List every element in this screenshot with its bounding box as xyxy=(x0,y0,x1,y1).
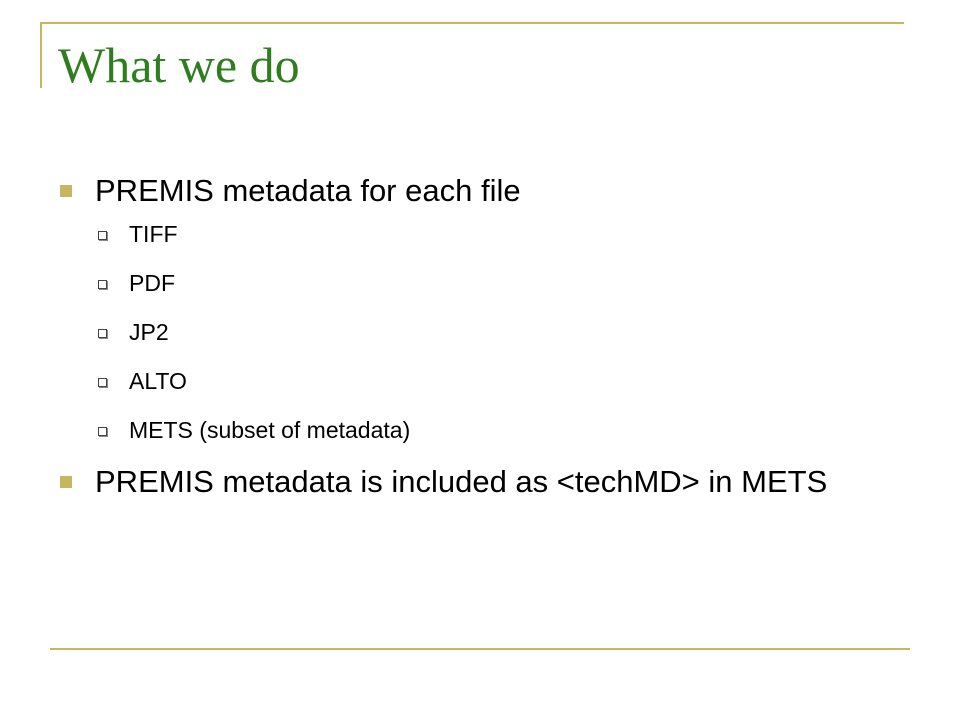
top-rule-divider xyxy=(40,22,904,24)
sub-bullet-list: TIFF PDF JP2 ALTO METS (subset of metada… xyxy=(60,220,900,444)
filled-square-bullet-icon xyxy=(60,476,72,488)
hollow-square-bullet-icon xyxy=(98,427,107,436)
hollow-square-bullet-icon xyxy=(98,329,107,338)
bullet-item: PREMIS metadata for each file xyxy=(60,172,900,210)
slide-title: What we do xyxy=(58,37,300,93)
bullet-item: PREMIS metadata is included as <techMD> … xyxy=(60,463,900,501)
slide-body: PREMIS metadata for each file TIFF PDF J… xyxy=(60,172,900,501)
bullet-text: PREMIS metadata is included as <techMD> … xyxy=(95,464,828,499)
sub-bullet-text: METS (subset of metadata) xyxy=(129,417,411,443)
sub-bullet-text: PDF xyxy=(129,270,175,296)
filled-square-bullet-icon xyxy=(60,185,72,197)
sub-bullet-text: ALTO xyxy=(129,368,187,394)
left-rule-divider xyxy=(40,22,42,88)
hollow-square-bullet-icon xyxy=(98,378,107,387)
sub-bullet-item: PDF xyxy=(60,269,900,297)
sub-bullet-item: TIFF xyxy=(60,220,900,248)
hollow-square-bullet-icon xyxy=(98,280,107,289)
sub-bullet-item: ALTO xyxy=(60,367,900,395)
bullet-text: PREMIS metadata for each file xyxy=(95,173,521,208)
sub-bullet-text: JP2 xyxy=(129,319,169,345)
sub-bullet-item: JP2 xyxy=(60,318,900,346)
hollow-square-bullet-icon xyxy=(98,231,107,240)
bottom-rule-divider xyxy=(50,648,910,650)
sub-bullet-text: TIFF xyxy=(129,221,178,247)
sub-bullet-item: METS (subset of metadata) xyxy=(60,416,900,444)
